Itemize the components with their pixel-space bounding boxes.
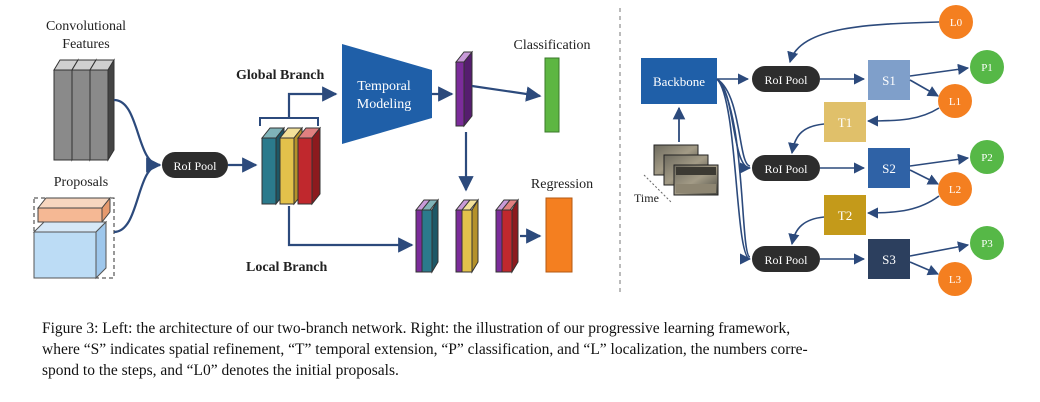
- figure-caption: Figure 3: Left: the architecture of our …: [42, 318, 1022, 381]
- arrow-l1-t1: [866, 107, 940, 127]
- l1-node: [938, 84, 972, 118]
- global-feature: [454, 50, 474, 128]
- l1-label: L1: [949, 96, 961, 108]
- l0-label: L0: [950, 17, 963, 29]
- arrow-s1-p1: [909, 63, 970, 77]
- l2-node: [938, 172, 972, 206]
- architecture-diagram: Convolutional Features Proposals RoI Poo…: [32, 5, 1004, 296]
- l0-node: [939, 5, 973, 39]
- s1-block: [868, 60, 910, 100]
- arrow-s1-l1: [909, 79, 939, 97]
- arrow-s2-l2: [909, 169, 940, 185]
- s2-label: S2: [882, 161, 896, 176]
- roi-pool-2-label: RoI Pool: [764, 162, 808, 176]
- regression-label: Regression: [531, 177, 593, 192]
- arrow-global-to-cls: [471, 84, 542, 102]
- proposals-box: [32, 196, 115, 280]
- t1-label: T1: [838, 115, 852, 130]
- arrow-backbone-roi3b: [716, 78, 751, 258]
- l2-label: L2: [949, 184, 961, 196]
- s2-block: [868, 148, 910, 188]
- arrow-to-temporal: [287, 86, 338, 118]
- time-label: Time: [634, 191, 659, 205]
- t2-block: [824, 195, 866, 235]
- classification-output: [544, 57, 560, 133]
- arrow-proposals-to-roi: [113, 163, 161, 234]
- s1-label: S1: [882, 73, 896, 88]
- arrow-s3-l3: [909, 261, 940, 276]
- temporal-modeling-label-1: Temporal: [357, 79, 411, 94]
- convolutional-features: [53, 58, 115, 162]
- caption-line-2: where “S” indicates spatial refinement, …: [42, 341, 808, 358]
- arrow-l2-t2: [866, 195, 940, 219]
- arrow-t2-roi3: [788, 216, 825, 246]
- arrow-s3-p3: [909, 241, 970, 257]
- classification-label: Classification: [514, 38, 591, 53]
- roi-pool-2: [752, 155, 820, 181]
- arrow-s2-p2: [909, 153, 970, 167]
- local-branch-label: Local Branch: [246, 260, 327, 275]
- regression-output: [545, 197, 573, 273]
- local-features: [414, 198, 520, 274]
- arrow-features-to-roi: [113, 98, 162, 173]
- t2-label: T2: [838, 208, 852, 223]
- arrow-t1-roi2: [788, 123, 825, 155]
- global-branch-label: Global Branch: [236, 68, 325, 83]
- roi-pool-3-label: RoI Pool: [764, 253, 808, 267]
- backbone-label: Backbone: [653, 74, 705, 89]
- t1-block: [824, 102, 866, 142]
- roi-pool-1-label: RoI Pool: [764, 73, 808, 87]
- s3-block: [868, 239, 910, 279]
- p2-node: [970, 140, 1004, 174]
- backbone-block: [641, 58, 717, 104]
- conv-features-label-2: Features: [62, 37, 109, 52]
- roi-pool-3: [752, 246, 820, 272]
- arrow-backbone-roi2b: [716, 78, 751, 167]
- roi-pool-left-label: RoI Pool: [173, 159, 217, 173]
- s3-label: S3: [882, 252, 896, 267]
- p3-label: P3: [981, 238, 993, 250]
- p3-node: [970, 226, 1004, 260]
- caption-line-3: spond to the steps, and “L0” denotes the…: [42, 362, 399, 379]
- video-frames: [653, 144, 719, 196]
- p2-label: P2: [981, 152, 993, 164]
- temporal-modeling-block: [342, 44, 432, 144]
- time-axis: [643, 174, 673, 204]
- roi-pool-left: [162, 152, 228, 178]
- caption-line-1: Figure 3: Left: the architecture of our …: [42, 320, 791, 337]
- p1-node: [970, 50, 1004, 84]
- roi-pool-1: [752, 66, 820, 92]
- l3-label: L3: [949, 274, 962, 286]
- arrow-l0-roi1: [787, 21, 940, 64]
- pooled-features: [260, 126, 322, 206]
- temporal-modeling-label-2: Modeling: [357, 97, 411, 112]
- arrow-local-branch: [287, 206, 414, 253]
- arrow-backbone-roi3: [716, 78, 752, 265]
- conv-features-label-1: Convolutional: [46, 19, 126, 34]
- global-bracket: [259, 117, 319, 126]
- proposals-label: Proposals: [54, 175, 108, 190]
- l3-node: [938, 262, 972, 296]
- p1-label: P1: [981, 62, 993, 74]
